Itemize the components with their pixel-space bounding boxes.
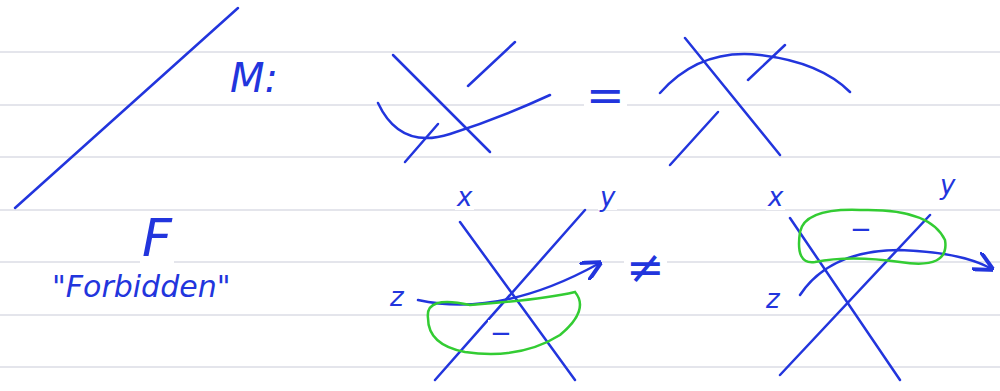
strand-name: z bbox=[388, 284, 406, 310]
knot-strand bbox=[780, 215, 930, 375]
section-stroke bbox=[15, 8, 238, 208]
not-equals-sign: ≠ bbox=[624, 244, 667, 290]
knot-strand bbox=[468, 42, 515, 86]
sign-mark: − bbox=[488, 320, 514, 346]
knot-strand bbox=[670, 112, 718, 165]
knot-strand bbox=[748, 45, 785, 80]
knot-strand bbox=[800, 250, 990, 295]
strand-name: y bbox=[938, 172, 957, 198]
knot-strand bbox=[405, 124, 438, 162]
knot-strand bbox=[660, 54, 850, 93]
strand-name: x bbox=[766, 184, 785, 210]
loop bbox=[799, 210, 945, 264]
move-name: M: bbox=[228, 58, 280, 98]
strands bbox=[15, 8, 990, 380]
loop bbox=[428, 292, 580, 354]
knot-strand bbox=[790, 218, 900, 380]
ruled-lines bbox=[0, 52, 1000, 367]
knot-strand bbox=[418, 264, 598, 305]
green-loops bbox=[428, 210, 946, 354]
strand-name: x bbox=[455, 184, 474, 210]
strand-name: z bbox=[764, 286, 782, 312]
note: "Forbidden" bbox=[50, 272, 232, 302]
move-name: F bbox=[140, 212, 174, 264]
equals-sign: = bbox=[584, 72, 627, 118]
strand-name: y bbox=[598, 184, 617, 210]
knot-strand bbox=[378, 95, 550, 138]
sign-mark: − bbox=[848, 216, 874, 242]
